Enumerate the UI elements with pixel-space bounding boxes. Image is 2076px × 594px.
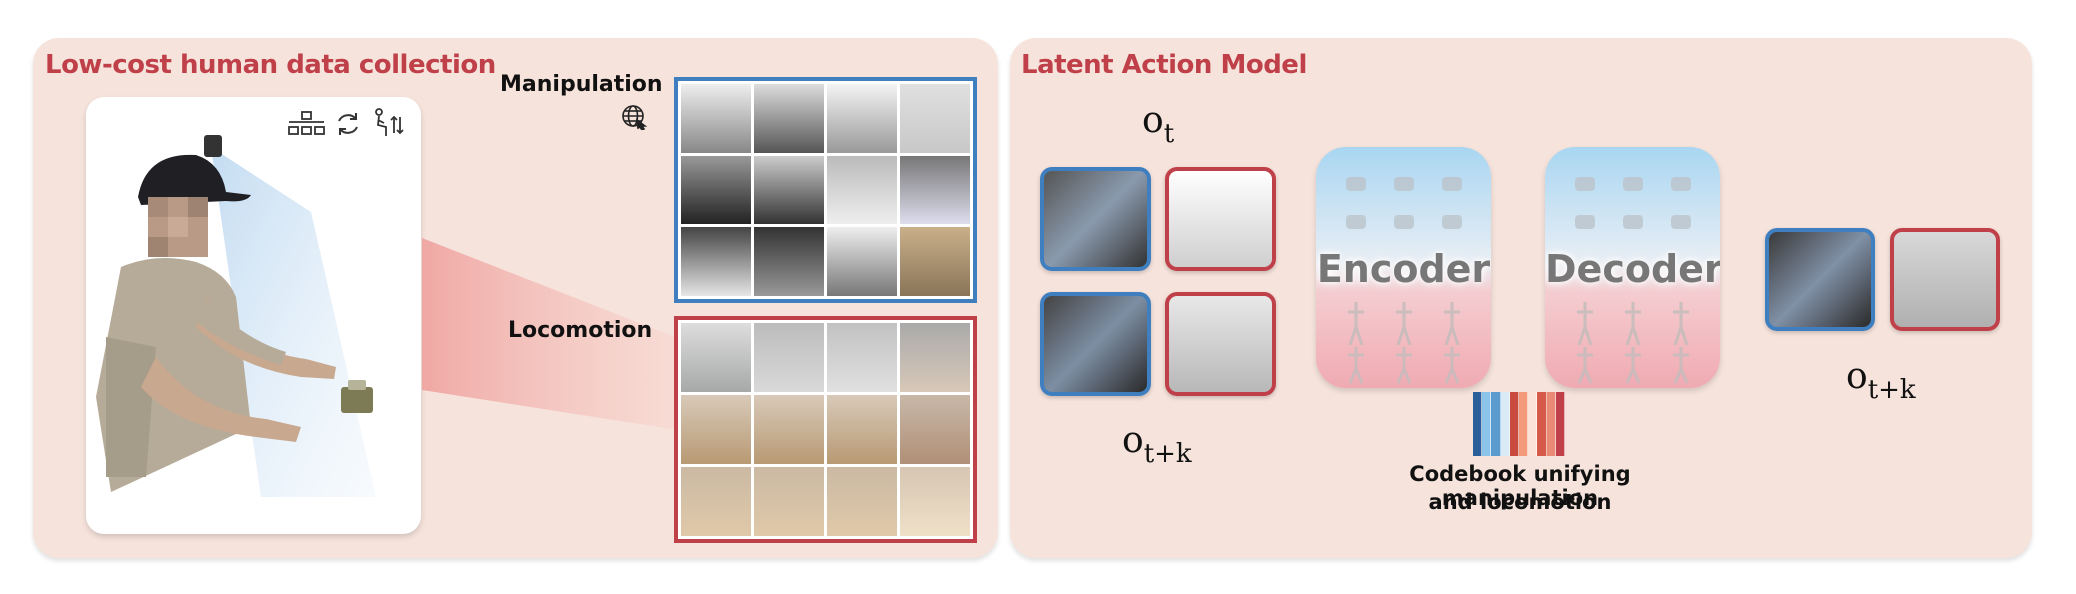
- locomotion-label: Locomotion: [508, 318, 653, 343]
- codebook-entry: [1528, 392, 1538, 456]
- predicted-locomotion-thumb: [1890, 228, 2000, 331]
- human-collector-card: [86, 97, 421, 534]
- codebook-entry: [1519, 392, 1529, 456]
- codebook-entry: [1491, 392, 1501, 456]
- robot-and-human-pose-figures: [1346, 177, 1462, 384]
- locomotion-frame: [681, 395, 751, 464]
- manipulation-image-grid: [674, 77, 977, 303]
- predicted-manipulation-thumb: [1765, 228, 1875, 331]
- locomotion-frame: [754, 323, 824, 392]
- manipulation-frame: [900, 84, 970, 153]
- encoder-label: Encoder: [1316, 247, 1491, 291]
- manipulation-frame: [681, 84, 751, 153]
- observation-tk-subscript: t+k: [1143, 439, 1192, 469]
- locomotion-frame: [681, 467, 751, 536]
- apps-grid-icon: [288, 111, 325, 135]
- codebook-entry: [1537, 392, 1547, 456]
- codebook-entry: [1555, 392, 1566, 456]
- manipulation-frame: [827, 155, 897, 225]
- decoder-label: Decoder: [1545, 247, 1720, 291]
- manipulation-label: Manipulation: [500, 72, 663, 97]
- obs-tk-manipulation-thumb: [1040, 292, 1151, 396]
- locomotion-frame: [754, 395, 824, 464]
- observation-tk-base: o: [1122, 420, 1144, 461]
- locomotion-frame: [827, 395, 897, 464]
- observation-tk-label-left: ot+k: [1122, 420, 1192, 469]
- observation-t-subscript: t: [1163, 119, 1175, 149]
- manipulation-frame: [681, 227, 751, 296]
- locomotion-frame: [900, 323, 970, 392]
- codebook-entry: [1473, 392, 1483, 456]
- observation-tk-subscript: t+k: [1867, 375, 1916, 405]
- refresh-icon: [338, 113, 358, 135]
- locomotion-frame: [900, 467, 970, 536]
- locomotion-frame: [827, 323, 897, 392]
- locomotion-frame: [827, 467, 897, 536]
- codebook-entry: [1509, 392, 1520, 456]
- person-sitting-icon: [375, 108, 404, 136]
- locomotion-frame: [900, 395, 970, 464]
- observation-tk-label-right: ot+k: [1846, 356, 1916, 405]
- manipulation-frame: [827, 84, 897, 153]
- observation-tk-base: o: [1846, 356, 1868, 397]
- robot-and-human-pose-figures: [1575, 177, 1691, 384]
- manipulation-frame: [754, 84, 824, 153]
- manipulation-frame: [754, 227, 824, 296]
- codebook-caption-line2: and locomotion: [1428, 490, 1612, 514]
- manipulation-frame: [900, 227, 970, 296]
- manipulation-frame: [827, 227, 897, 296]
- decoder-block: Decoder: [1545, 147, 1720, 388]
- globe-icon: [622, 105, 647, 130]
- projection-beam: [422, 238, 678, 430]
- manipulation-frame: [754, 155, 824, 225]
- obs-t-locomotion-thumb: [1165, 167, 1276, 271]
- locomotion-frame: [754, 467, 824, 536]
- obs-tk-locomotion-thumb: [1165, 292, 1276, 396]
- codebook-entry: [1482, 392, 1492, 456]
- human-with-head-camera-illustration: [96, 135, 376, 497]
- panel-title-latent-action-model: Latent Action Model: [1021, 50, 1307, 80]
- observation-t-label: ot: [1142, 100, 1174, 149]
- encoder-block: Encoder: [1316, 147, 1491, 388]
- manipulation-frame: [900, 155, 970, 225]
- codebook-entry: [1546, 392, 1556, 456]
- manipulation-frame: [681, 155, 751, 225]
- locomotion-image-grid: [674, 316, 977, 543]
- codebook-bar: [1473, 392, 1566, 456]
- locomotion-frame: [681, 323, 751, 392]
- codebook-entry: [1500, 392, 1510, 456]
- obs-t-manipulation-thumb: [1040, 167, 1151, 271]
- panel-title-data-collection: Low-cost human data collection: [45, 50, 496, 80]
- codebook-caption-line1: Codebook unifying manipulation: [1409, 462, 1631, 510]
- observation-t-base: o: [1142, 100, 1164, 141]
